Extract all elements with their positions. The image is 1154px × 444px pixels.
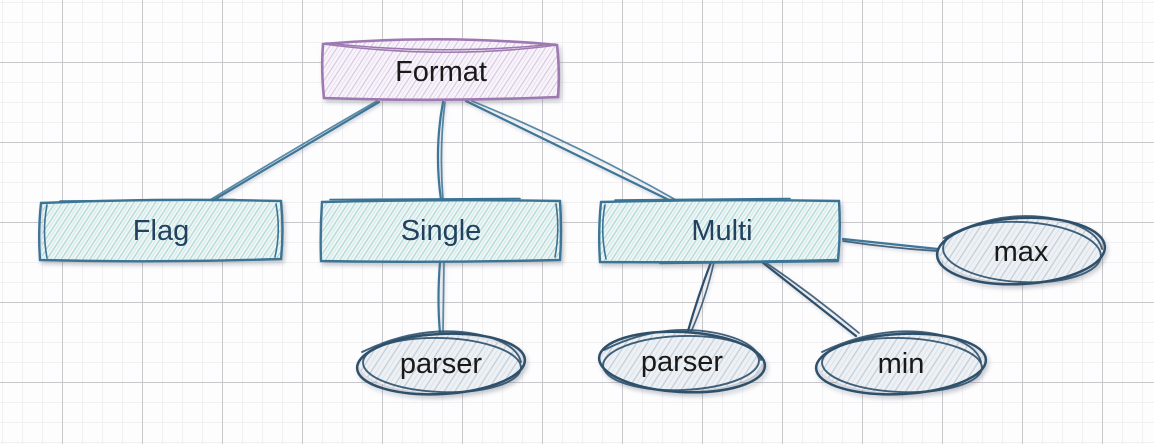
node-single-outline [319,199,563,263]
node-multi-parser-outline [597,330,767,394]
node-max-label: max [994,236,1049,268]
node-min-label: min [878,348,925,380]
edge-single-parser [437,260,445,335]
node-multi-label: Multi [691,215,752,247]
node-single-parser-outline [355,332,527,396]
node-max: max [935,215,1107,286]
node-single-parser: parser [355,330,527,396]
node-format: Format [320,37,561,102]
node-multi-parser: parser [597,328,767,394]
edge-format-flag [209,100,381,203]
node-single-label: Single [401,215,482,247]
edge-multi-parser [686,260,715,333]
edge-format-multi [464,99,677,203]
edge-format-single [436,100,446,202]
node-multi-outline [598,199,841,264]
node-single-parser-label: parser [400,348,483,380]
node-max-outline [935,216,1107,286]
node-single: Single [319,197,563,263]
edge-multi-max [841,237,940,252]
node-min-outline [814,332,988,396]
node-format-outline [320,37,561,102]
node-multi-parser-label: parser [641,346,724,378]
node-flag: Flag [38,198,284,263]
edge-multi-min [760,260,860,338]
node-min: min [814,330,988,396]
node-format-label: Format [395,56,487,88]
node-multi: Multi [598,197,841,265]
node-flag-label: Flag [133,215,189,247]
